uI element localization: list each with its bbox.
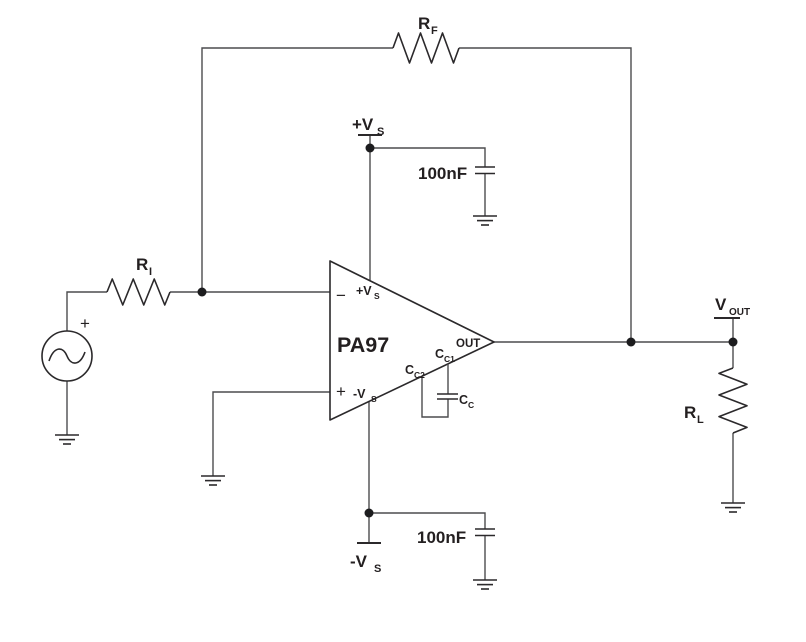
negative-rail-label-sub: S [374, 563, 381, 575]
comp-pin1-label-sub: C1 [444, 354, 455, 364]
vout-label-sub: OUT [729, 307, 750, 318]
feedback-resistor-label-sub: F [431, 25, 438, 37]
top-bypass-capacitor-symbol [475, 166, 495, 175]
feedback-loop-wire [201, 47, 632, 342]
noninverting-ground-wire [212, 391, 330, 476]
feedback-resistor-label: R [418, 14, 430, 33]
source-polarity-label: + [80, 314, 90, 333]
load-resistor-label: R [684, 403, 696, 422]
comp-pin2-label-sub: C2 [414, 370, 425, 380]
opamp-negative-supply-pin-label: -V [353, 387, 366, 401]
opamp-part-label: PA97 [337, 333, 389, 357]
junction-dot-vout-node [728, 337, 738, 347]
top-bypass-capacitor-label: 100nF [418, 164, 467, 183]
bottom-bypass-capacitor-label: 100nF [417, 528, 466, 547]
input-resistor-symbol [106, 278, 171, 306]
positive-supply-wires [369, 135, 486, 281]
opamp-output-pin-label: OUT [456, 338, 480, 350]
comp-capacitor-label: C [459, 393, 468, 407]
vout-label: V [715, 295, 727, 314]
sine-source [41, 330, 93, 382]
junction-dot-feedback-output [626, 337, 636, 347]
opamp-positive-supply-pin-label-sub: S [374, 291, 380, 301]
ground-symbol-load [720, 502, 746, 513]
input-wire [66, 291, 330, 331]
junction-dot-negative-rail [364, 508, 374, 518]
comp-pin2-label: C [405, 363, 414, 377]
ground-symbol-source [54, 434, 80, 445]
comp-pin1-label: C [435, 347, 444, 361]
negative-supply-wires [368, 401, 486, 580]
opamp-positive-supply-pin-label: +V [356, 284, 372, 298]
opamp-negative-supply-pin-label-sub: S [371, 394, 377, 404]
comp-capacitor-network [421, 364, 458, 418]
sine-wave-icon [48, 348, 86, 364]
junction-dot-positive-rail [365, 143, 375, 153]
opamp-triangle [329, 260, 495, 421]
ground-symbol-noninverting [200, 475, 226, 486]
comp-capacitor-label-sub: C [468, 400, 474, 410]
feedback-resistor-symbol [392, 32, 460, 64]
junction-dot-inverting-node [197, 287, 207, 297]
ground-symbol-bottom-bypass [472, 579, 498, 590]
load-resistor-symbol [718, 367, 748, 434]
bottom-bypass-capacitor-symbol [475, 528, 495, 537]
input-resistor-label: R [136, 255, 148, 274]
positive-rail-label-sub: S [377, 126, 384, 138]
load-resistor-label-sub: L [697, 414, 704, 426]
opamp-noninverting-sign: + [336, 382, 346, 401]
positive-rail-label: +V [352, 115, 374, 134]
input-resistor-label-sub: I [149, 266, 152, 278]
opamp-inverting-sign: − [336, 286, 346, 305]
negative-rail-label: -V [350, 552, 368, 571]
ground-symbol-top-bypass [472, 215, 498, 226]
